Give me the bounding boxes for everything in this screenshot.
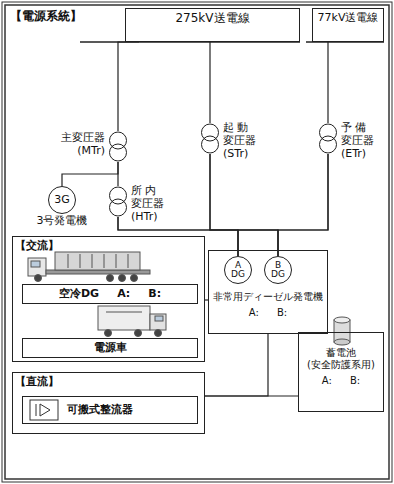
wire-connector (238, 154, 328, 256)
diesel-generator-box: 非常用ディーゼル発電機 A: B: A DG B DG (208, 250, 328, 334)
unit-label: B: (350, 375, 360, 387)
unit-label: A: (322, 375, 332, 387)
transformer-coils (109, 186, 127, 217)
transmission-line-box: 77kV送電線 (312, 8, 384, 42)
circle-label: A DG (231, 261, 246, 280)
circle-label: 3G (49, 194, 75, 206)
transformer-coils (201, 123, 219, 154)
transformer-coils (109, 131, 127, 162)
box-label: 【交流】 (15, 239, 59, 252)
wire-connector (205, 395, 298, 396)
transformer-symbol: 予 備 変圧器 (ETr) (319, 123, 337, 154)
box-label: 非常用ディーゼル発電機 (213, 291, 323, 303)
wire-connector (118, 42, 139, 131)
box-label: 電源車 (94, 341, 127, 354)
unit-label: B: (148, 287, 161, 300)
wire-connector (210, 154, 238, 256)
dc-section-box: 【直流】可搬式整流器 (12, 372, 205, 434)
generator-circle: 3G3号発電機 (48, 186, 76, 214)
wire-connector (278, 154, 328, 256)
box-label: 【直流】 (15, 375, 59, 388)
battery-box: 蓄電池 (安全防護系用) A: B: (298, 332, 384, 412)
coil-circle (110, 144, 127, 161)
equipment-box: 電源車 (22, 338, 198, 358)
equipment-box: 可搬式整流器 (22, 396, 198, 424)
circle-label: B DG (271, 261, 286, 280)
wire-connector (327, 42, 328, 123)
unit-label: A: (249, 307, 259, 319)
dg-circle: A DG (224, 256, 252, 284)
wire-connector (210, 154, 278, 256)
box-label: 275kV送電線 (175, 11, 249, 25)
label-row: A: B: (249, 307, 287, 319)
transformer-symbol: 主変圧器 (MTr) (109, 131, 127, 162)
diagram-title: 【電源系統】 (10, 9, 82, 23)
unit-label: B: (277, 307, 287, 319)
wire-connector (117, 162, 118, 186)
coil-circle (320, 136, 337, 153)
air-cooled-dg-truck (28, 252, 150, 282)
equipment-box: 空冷DG A: B: (22, 284, 198, 304)
transformer-label: 予 備 変圧器 (ETr) (341, 121, 379, 161)
box-label: 空冷DG (59, 287, 99, 300)
label-row: A: B: (322, 375, 360, 387)
transformer-label: 主変圧器 (MTr) (55, 131, 105, 157)
transformer-symbol: 所 内 変圧器 (HTr) (109, 186, 127, 217)
box-label: 可搬式整流器 (67, 403, 133, 416)
battery-icon (334, 317, 350, 345)
generator-caption: 3号発電機 (37, 214, 88, 227)
coil-circle (110, 199, 127, 216)
coil-circle (202, 136, 219, 153)
wire-connector (209, 42, 210, 123)
transmission-line-box: 275kV送電線 (125, 8, 300, 42)
wire-connector (62, 162, 118, 186)
rectifier-symbol (30, 400, 58, 420)
dg-circle: B DG (264, 256, 292, 284)
unit-label: A: (117, 287, 130, 300)
inner-frame (5, 5, 389, 479)
box-label: 蓄電池 (安全防護系用) (303, 347, 379, 371)
transformer-coils (319, 123, 337, 154)
wire-connector (205, 334, 268, 396)
transformer-label: 起 動 変圧器 (STr) (223, 121, 261, 161)
ac-section-box: 【交流】空冷DG A: B: 電源車 (12, 236, 205, 362)
label-row: 空冷DG A: B: (59, 287, 161, 300)
transformer-label: 所 内 変圧器 (HTr) (131, 184, 169, 224)
power-supply-truck (98, 306, 166, 337)
transformer-symbol: 起 動 変圧器 (STr) (201, 123, 219, 154)
box-label: 77kV送電線 (318, 11, 379, 24)
